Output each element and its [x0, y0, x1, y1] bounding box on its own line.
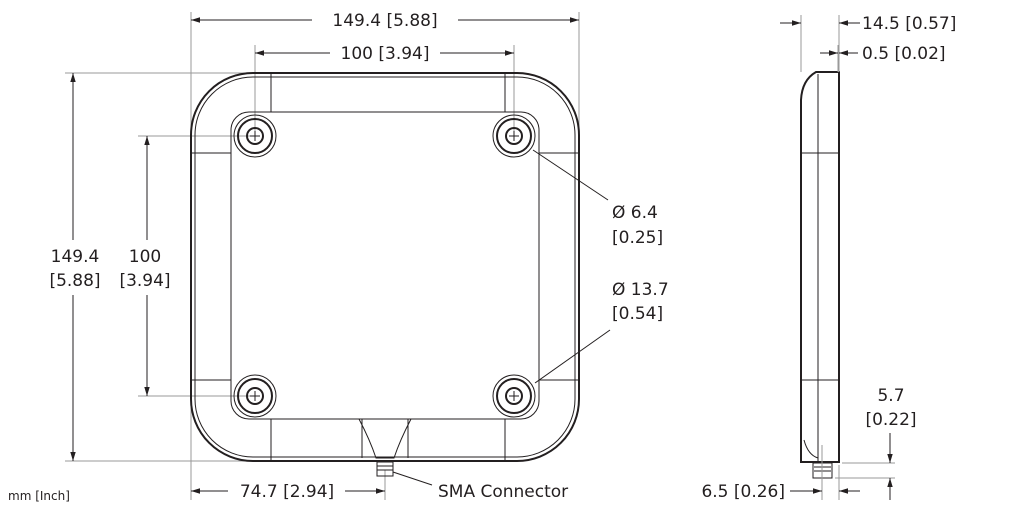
- hole-spacing-width-label: 100 [3.94]: [341, 44, 430, 64]
- hole-spacing-height-mm-label: 100: [129, 247, 161, 267]
- connector-height-mm-label: 5.7: [877, 386, 904, 406]
- overall-height-mm-label: 149.4: [51, 247, 100, 267]
- depth-label: 14.5 [0.57]: [862, 14, 956, 34]
- sma-connector-label: SMA Connector: [438, 482, 568, 502]
- mounting-hole: [492, 114, 536, 158]
- units-label: mm [Inch]: [8, 489, 70, 503]
- overall-width-label: 149.4 [5.88]: [332, 11, 437, 31]
- boss-diameter-mm-label: Ø 13.7: [612, 280, 669, 300]
- mounting-hole: [233, 374, 277, 418]
- side-connector-offset-label: 6.5 [0.26]: [701, 482, 785, 502]
- connector-height-in-label: [0.22]: [865, 410, 916, 430]
- front-dimension-lines: [70, 17, 611, 494]
- hole-diameter-mm-label: Ø 6.4: [612, 203, 658, 223]
- sma-connector: [376, 461, 394, 477]
- hole-diameter-in-label: [0.25]: [612, 228, 663, 248]
- front-view: [190, 72, 580, 477]
- boss-diameter-in-label: [0.54]: [612, 304, 663, 324]
- mounting-hole: [233, 114, 277, 158]
- hole-spacing-height-in-label: [3.94]: [119, 271, 170, 291]
- overall-height-in-label: [5.88]: [49, 271, 100, 291]
- connector-offset-label: 74.7 [2.94]: [240, 482, 334, 502]
- side-view: [780, 15, 895, 500]
- mounting-hole: [492, 374, 536, 418]
- lip-label: 0.5 [0.02]: [862, 44, 946, 64]
